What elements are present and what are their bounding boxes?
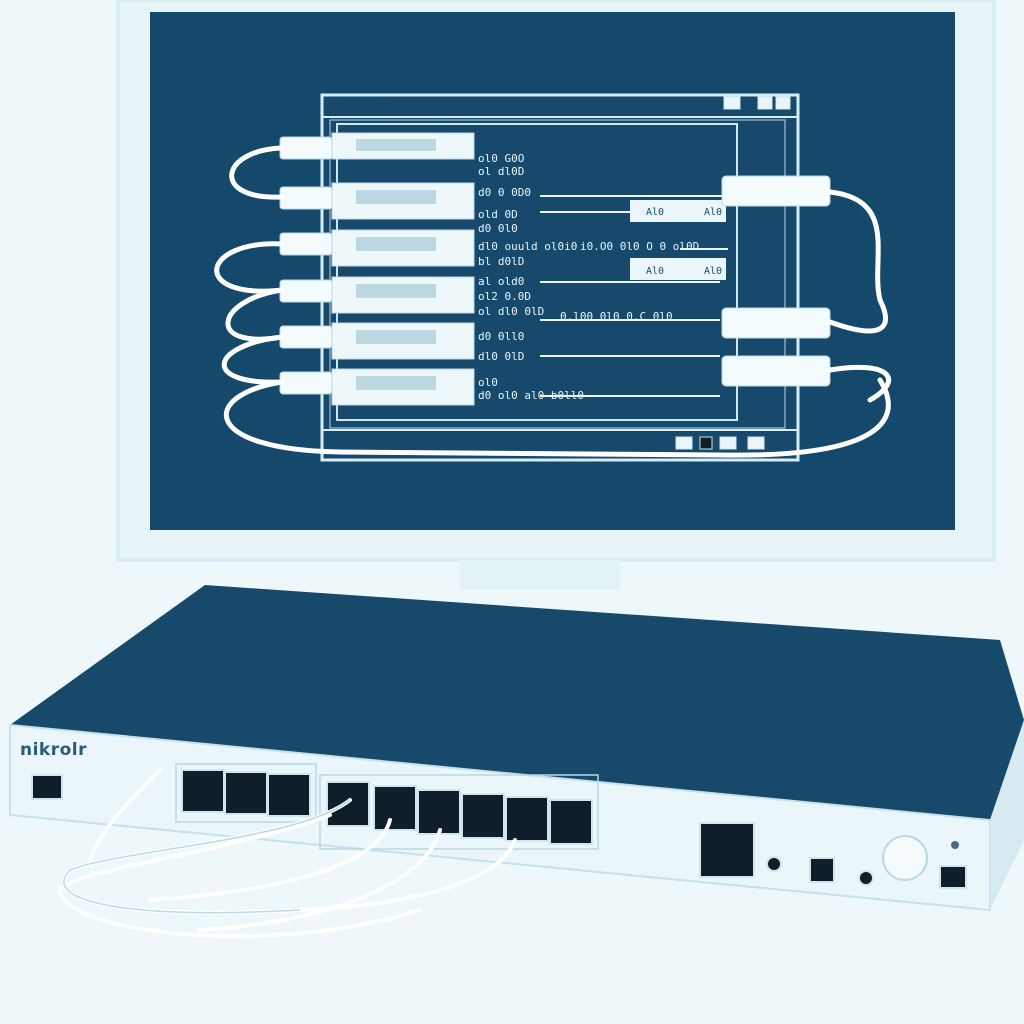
row-text: dl0 0lD (478, 350, 525, 363)
monitor-stand (460, 560, 620, 590)
row-text: d0 0ll0 (478, 330, 525, 343)
port-tag: Al0 (646, 207, 665, 218)
row-text: ol0 G0O (478, 152, 525, 165)
port-tag: Al0 (704, 207, 723, 218)
router-port-frames (175, 763, 599, 850)
row-text: ol dl0D (478, 165, 525, 178)
router-controls (766, 835, 959, 886)
row-text: old 0D (478, 208, 518, 221)
row-text: bl d0lD (478, 255, 525, 268)
row-text: al old0 (478, 275, 525, 288)
window-title: coduuhe (330, 97, 390, 113)
title-bar-buttons (723, 96, 791, 110)
left-plugs (279, 136, 333, 395)
row-text: ol dl0 0lD (478, 305, 545, 318)
router-ports (31, 769, 967, 889)
row-text: d0 0 0D0 (478, 186, 531, 199)
router-brand-label: nikrolr (20, 740, 88, 760)
router-cable-outline (63, 799, 351, 914)
inline-value: 0.l00 0l0 0.C 0l0 (560, 310, 673, 323)
row-text: ol0 (478, 376, 498, 389)
port-tag: Al0 (646, 266, 665, 277)
row-text: dl0 ouuld ol0i0 (478, 240, 578, 253)
port-tag: Al0 (704, 266, 723, 277)
router (9, 585, 1024, 912)
row-text: d0 0l0 (478, 222, 518, 235)
row-lines (540, 195, 730, 397)
window-footer-buttons (675, 436, 765, 450)
screen-cables (214, 145, 892, 458)
right-plugs (721, 175, 831, 387)
knob-icon (882, 835, 928, 881)
inline-value: i0.O0 0l0 O 0 ol0D (580, 240, 700, 253)
row-text: d0 ol0 al0 b0ll0 (478, 389, 584, 402)
port-tag-boxes (630, 200, 726, 280)
module-stack (331, 132, 475, 406)
row-text: ol2 0.0D (478, 290, 531, 303)
